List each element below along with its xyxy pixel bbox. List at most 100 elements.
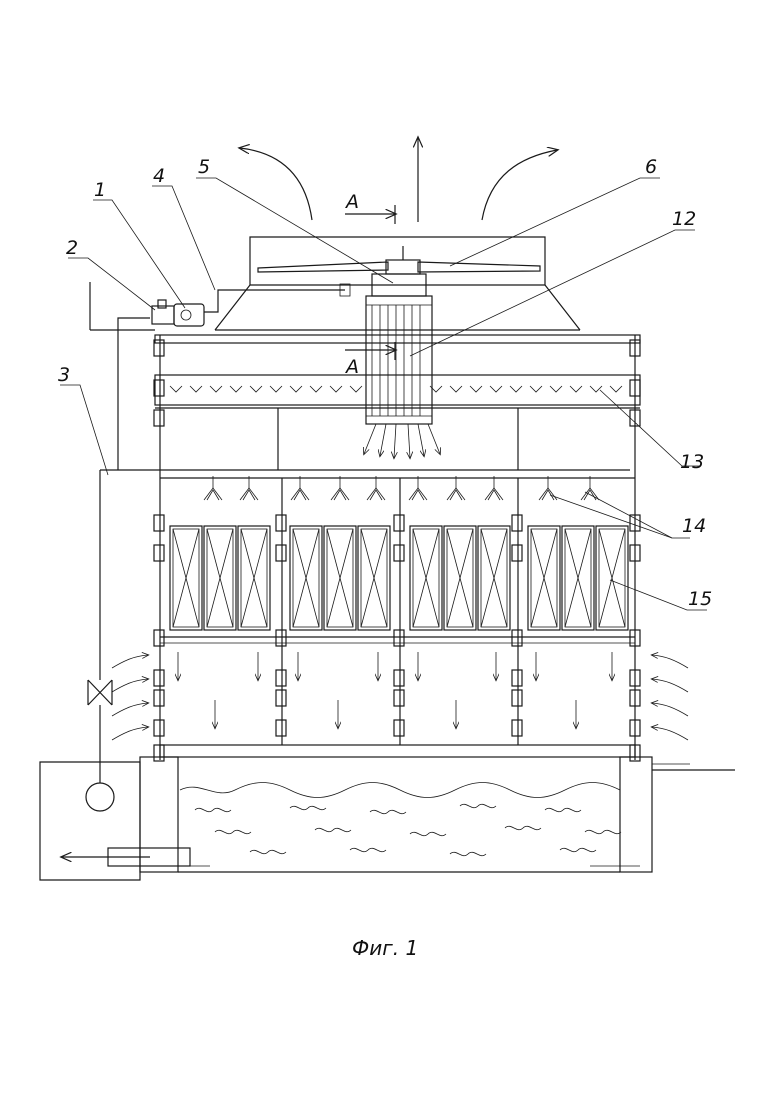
- frame-pad: [276, 545, 286, 561]
- eliminator-chevron: [330, 386, 342, 392]
- sprayer: [367, 476, 385, 500]
- fill-panel: [478, 526, 510, 630]
- eliminator-chevron: [610, 386, 622, 392]
- frame-pad: [512, 545, 522, 561]
- eliminator-chevron: [170, 386, 182, 392]
- water-surface: [180, 783, 620, 798]
- water-wave: [505, 826, 541, 829]
- water-wave: [315, 828, 351, 831]
- water-wave: [370, 810, 406, 813]
- fill-panel: [528, 526, 560, 630]
- frame-pad: [154, 720, 164, 736]
- sprayer: [409, 476, 427, 500]
- eliminator-chevron: [250, 386, 262, 392]
- fill-panel: [170, 526, 202, 630]
- section-mark-top: A: [344, 191, 359, 213]
- eliminator-chevron: [290, 386, 302, 392]
- eliminator-chevron: [490, 386, 502, 392]
- label-14: 14: [682, 515, 706, 537]
- eliminator-chevron: [510, 386, 522, 392]
- water-wave: [450, 852, 486, 855]
- label-15: 15: [688, 588, 712, 610]
- frame-pad: [512, 720, 522, 736]
- sprayer: [485, 476, 503, 500]
- label-2: 2: [66, 237, 78, 259]
- label-6: 6: [645, 156, 657, 178]
- water-wave: [250, 850, 286, 853]
- frame-pad: [154, 670, 164, 686]
- figure-caption: Фиг. 1: [352, 936, 418, 960]
- sprayer: [581, 476, 599, 500]
- frame-pad: [394, 690, 404, 706]
- frame-pad: [394, 720, 404, 736]
- eliminator-chevron: [570, 386, 582, 392]
- fill-panel: [324, 526, 356, 630]
- frame-pad: [512, 670, 522, 686]
- label-4: 4: [153, 165, 165, 187]
- fill-panels: [170, 526, 628, 630]
- frame-pad: [154, 515, 164, 531]
- frame-pad: [154, 545, 164, 561]
- fan-blades: [258, 246, 540, 274]
- eliminator-chevron: [470, 386, 482, 392]
- fill-panel: [562, 526, 594, 630]
- frame-pad: [394, 545, 404, 561]
- frame-pad: [394, 630, 404, 646]
- eliminator-chevron: [590, 386, 602, 392]
- water-wave: [410, 832, 446, 835]
- fill-panel: [358, 526, 390, 630]
- sprayer: [291, 476, 309, 500]
- sprayers: [204, 476, 599, 500]
- frame-pad: [276, 720, 286, 736]
- sprayer: [331, 476, 349, 500]
- unit-discharge-lines: [364, 424, 440, 458]
- frame-pad: [512, 690, 522, 706]
- eliminator-chevron: [450, 386, 462, 392]
- frame-pad: [394, 670, 404, 686]
- fill-panel: [290, 526, 322, 630]
- part-labels: 1 2 3 4 5 6 12 13 14 15: [58, 156, 712, 610]
- water-basin: [40, 757, 735, 880]
- water-wave: [560, 848, 596, 851]
- label-3: 3: [58, 364, 70, 386]
- frame-pad: [512, 515, 522, 531]
- frame-pad: [276, 515, 286, 531]
- water-wave: [215, 830, 251, 833]
- label-1: 1: [94, 179, 106, 201]
- water-wave: [460, 804, 496, 807]
- eliminator-chevron: [550, 386, 562, 392]
- fan-shroud: [215, 237, 580, 330]
- sprayer: [240, 476, 258, 500]
- water-wave: [545, 808, 581, 811]
- frame-pad: [394, 515, 404, 531]
- water-wave: [350, 848, 386, 851]
- label-5: 5: [198, 156, 210, 178]
- sprayer: [204, 476, 222, 500]
- air-exhaust-arrows: [240, 138, 557, 222]
- frame-pad: [276, 670, 286, 686]
- frame-pad: [276, 690, 286, 706]
- water-wave: [585, 830, 621, 833]
- water-wave: [290, 806, 326, 809]
- label-12: 12: [672, 208, 696, 230]
- frame-pad: [154, 690, 164, 706]
- label-13: 13: [680, 451, 704, 473]
- fill-panel: [238, 526, 270, 630]
- frame-pad: [276, 630, 286, 646]
- fill-panel: [596, 526, 628, 630]
- eliminator-chevron: [270, 386, 282, 392]
- eliminator-chevron: [310, 386, 322, 392]
- sprayer: [447, 476, 465, 500]
- eliminator-chevron: [530, 386, 542, 392]
- section-mark-bottom: A: [344, 356, 359, 378]
- eliminator-chevron: [190, 386, 202, 392]
- fill-panel: [444, 526, 476, 630]
- central-drive-unit: [366, 274, 432, 424]
- eliminator-chevron: [350, 386, 362, 392]
- frame-pad: [154, 630, 164, 646]
- eliminator-chevron: [210, 386, 222, 392]
- fill-panel: [410, 526, 442, 630]
- frame-pad: [154, 745, 164, 761]
- tower-frame: [154, 335, 640, 761]
